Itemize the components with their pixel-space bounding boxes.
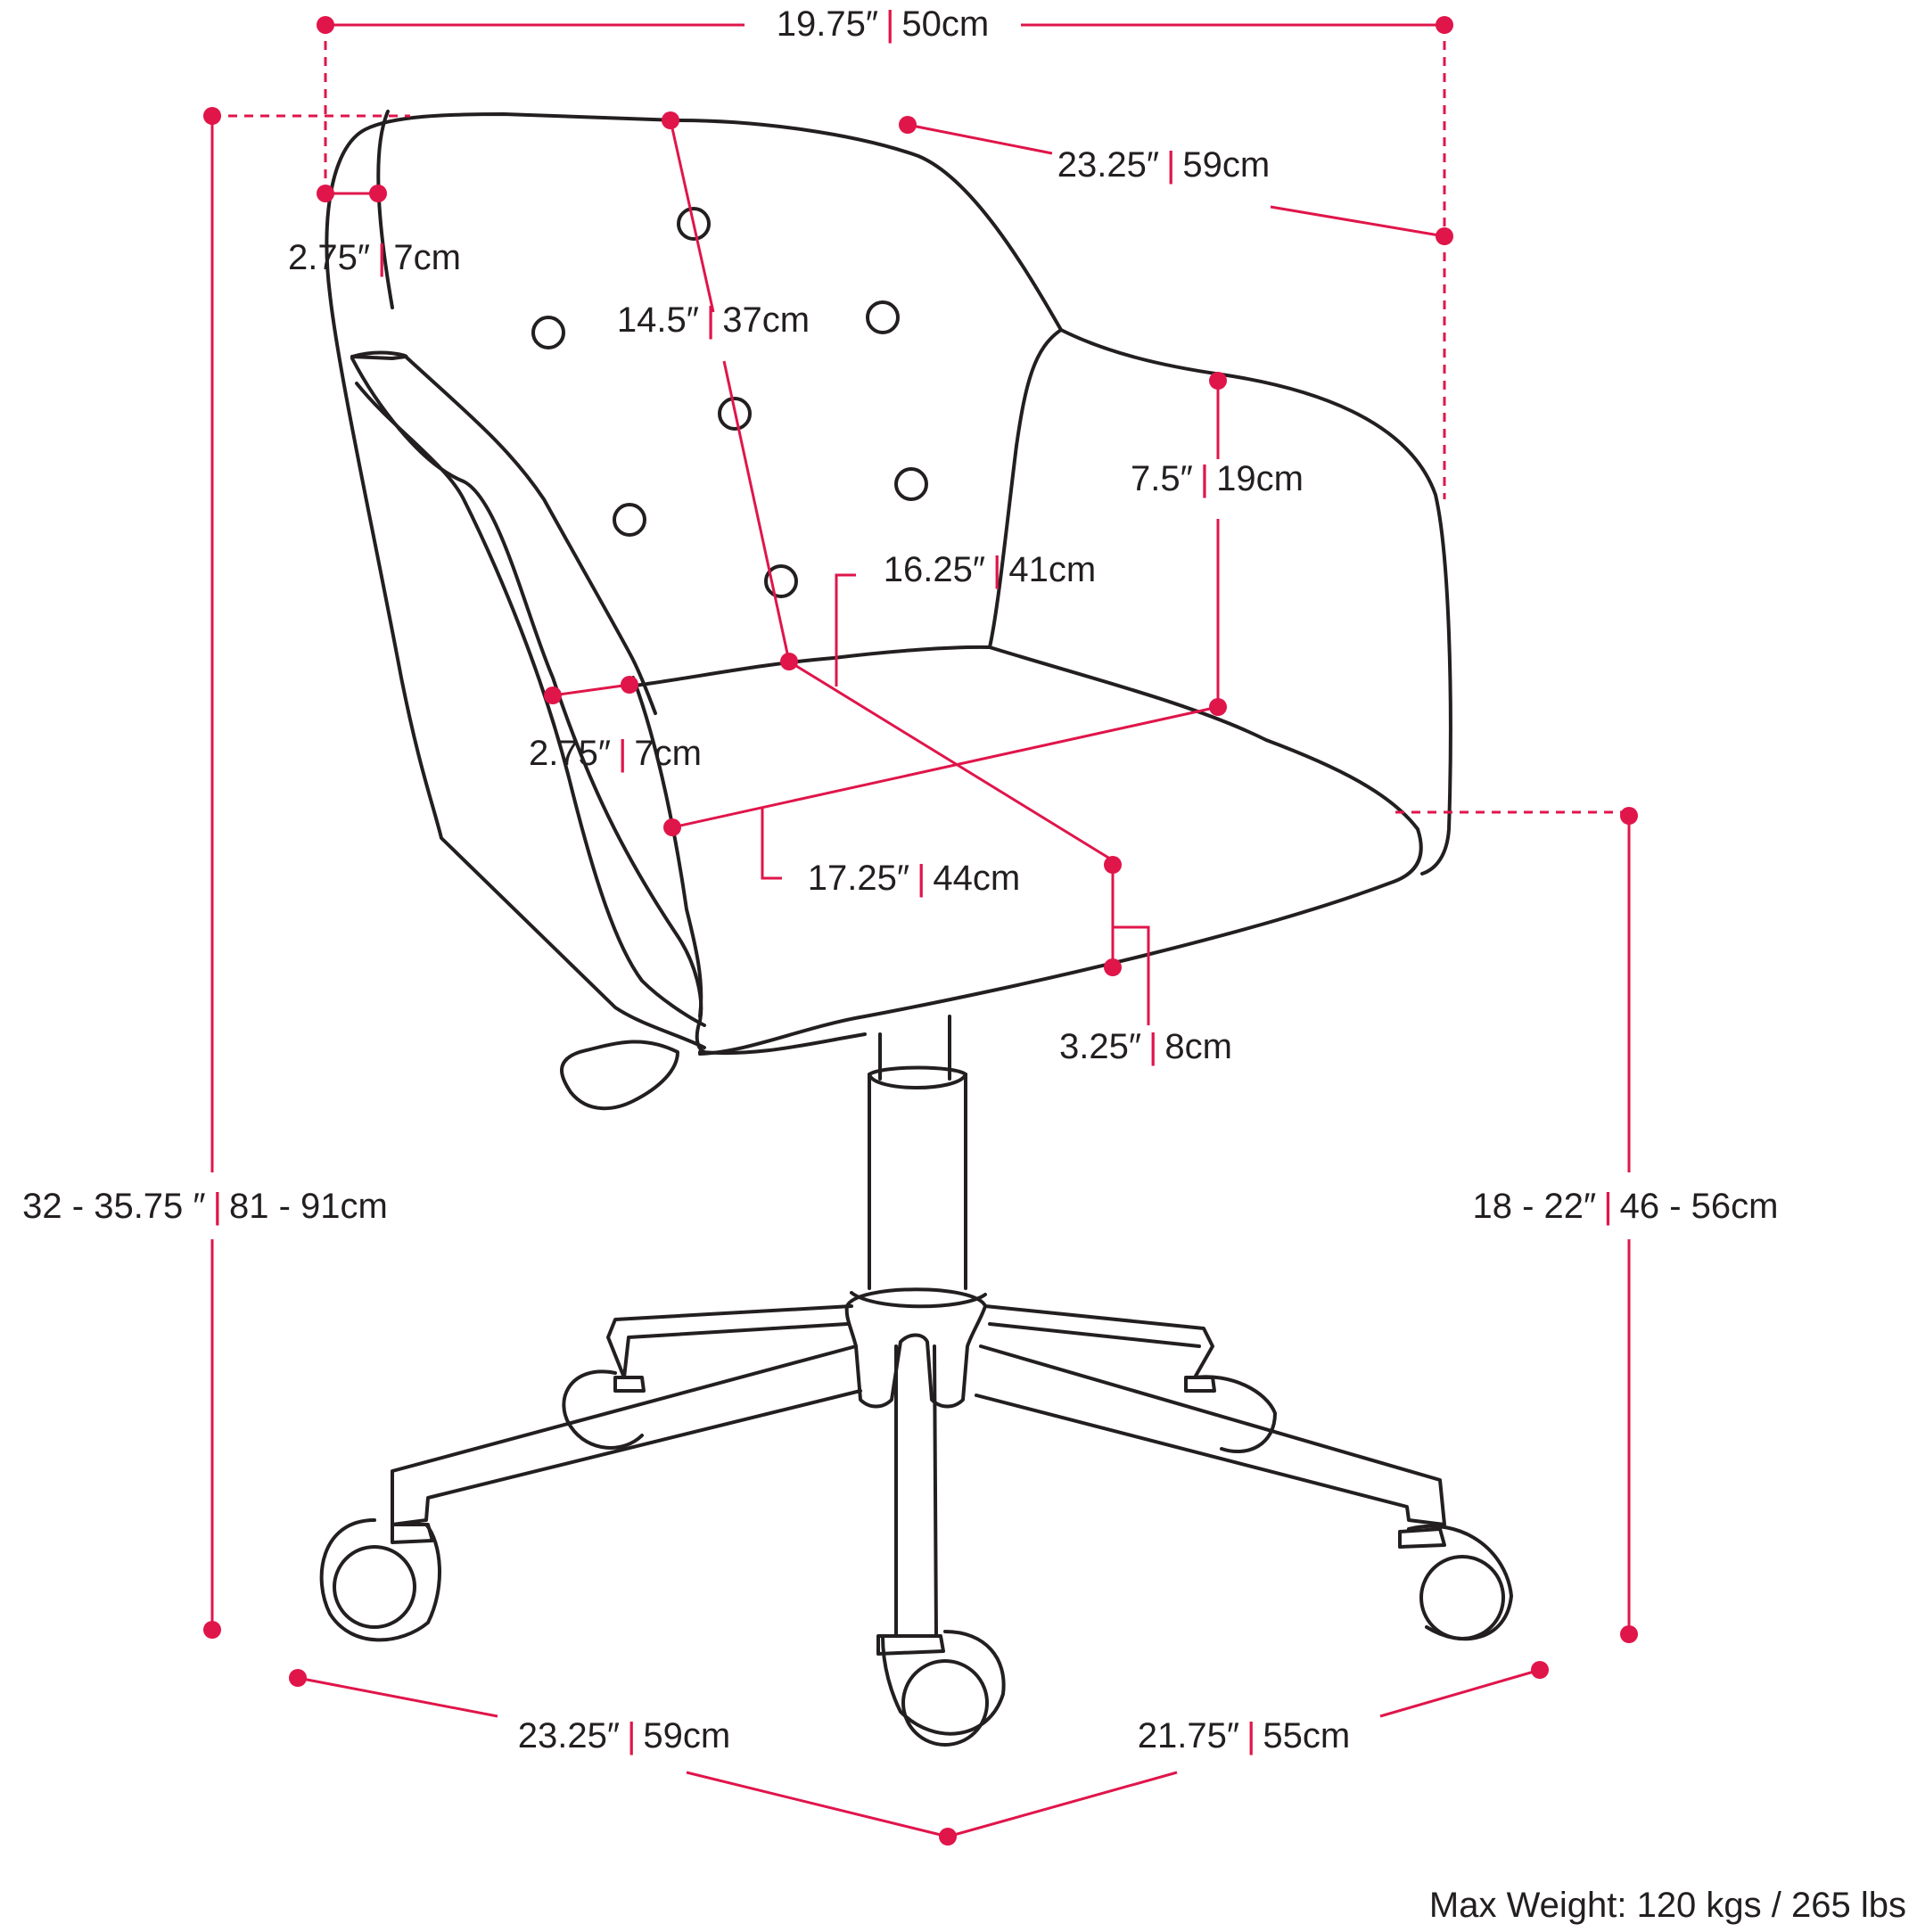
- caster-front-left: [319, 1518, 441, 1642]
- caster-front-center: [876, 1630, 1006, 1747]
- adjust-lever: [560, 1040, 679, 1111]
- seat-bottom-rim: [698, 1032, 867, 1056]
- overall-width-label: 19.75″|50cm: [777, 4, 989, 44]
- caster-front-right: [1398, 1524, 1513, 1641]
- seat-right-top: [988, 645, 1419, 831]
- backrest-height-label: 14.5″|37cm: [617, 300, 810, 340]
- overall-height-label: 32 - 35.75 ″|81 - 91cm: [22, 1187, 388, 1226]
- base-hub-rim: [850, 1291, 987, 1309]
- gas-cylinder-top: [868, 1065, 967, 1076]
- left-arm-top: [350, 355, 407, 360]
- base-leg-front-right: [975, 1344, 1446, 1526]
- tufting-button: [894, 467, 928, 501]
- tufting-button: [718, 397, 752, 431]
- overall-depth-top-label: 23.25″|59cm: [1057, 145, 1270, 185]
- left-arm-roll: [376, 110, 394, 309]
- dimension-lines: [210, 23, 1631, 1838]
- armrest-height-label: 7.5″|19cm: [1131, 459, 1304, 498]
- tufting-button: [531, 316, 565, 349]
- max-weight-note: Max Weight: 120 kgs / 265 lbs: [1429, 1886, 1906, 1925]
- gas-cylinder-collar: [868, 1073, 967, 1290]
- seat-width-label: 17.25″|44cm: [808, 859, 1020, 898]
- dimension-dots: [203, 16, 1638, 1846]
- base-leg-back-left: [606, 1304, 853, 1379]
- left-arm-front-edge: [355, 382, 706, 1027]
- tufting-button: [613, 503, 646, 537]
- armrest-front-width-label: 2.75″|7cm: [529, 734, 702, 773]
- base-leg-back-right: [983, 1304, 1214, 1379]
- chair-drawing: [319, 110, 1513, 1747]
- caster-back-right: [1184, 1375, 1277, 1454]
- tufting-button: [866, 300, 900, 334]
- tufting-button: [764, 564, 798, 598]
- base-width-label: 23.25″|59cm: [518, 1716, 730, 1755]
- left-arm-front-inner: [631, 676, 703, 1018]
- seat-depth-label: 16.25″|41cm: [884, 550, 1096, 589]
- seat-top-line: [627, 645, 991, 688]
- caster-back-left: [562, 1369, 646, 1450]
- base-depth-label: 21.75″|55cm: [1138, 1716, 1350, 1755]
- seat-height-label: 18 - 22″|46 - 56cm: [1473, 1187, 1779, 1226]
- left-arm-outer: [328, 292, 706, 1049]
- base-leg-front-left: [391, 1344, 862, 1526]
- tufting-button: [677, 207, 711, 241]
- seat-thickness-label: 3.25″|8cm: [1059, 1027, 1232, 1066]
- armrest-top-width-label: 2.75″|7cm: [288, 238, 461, 277]
- right-arm-inner: [988, 328, 1063, 649]
